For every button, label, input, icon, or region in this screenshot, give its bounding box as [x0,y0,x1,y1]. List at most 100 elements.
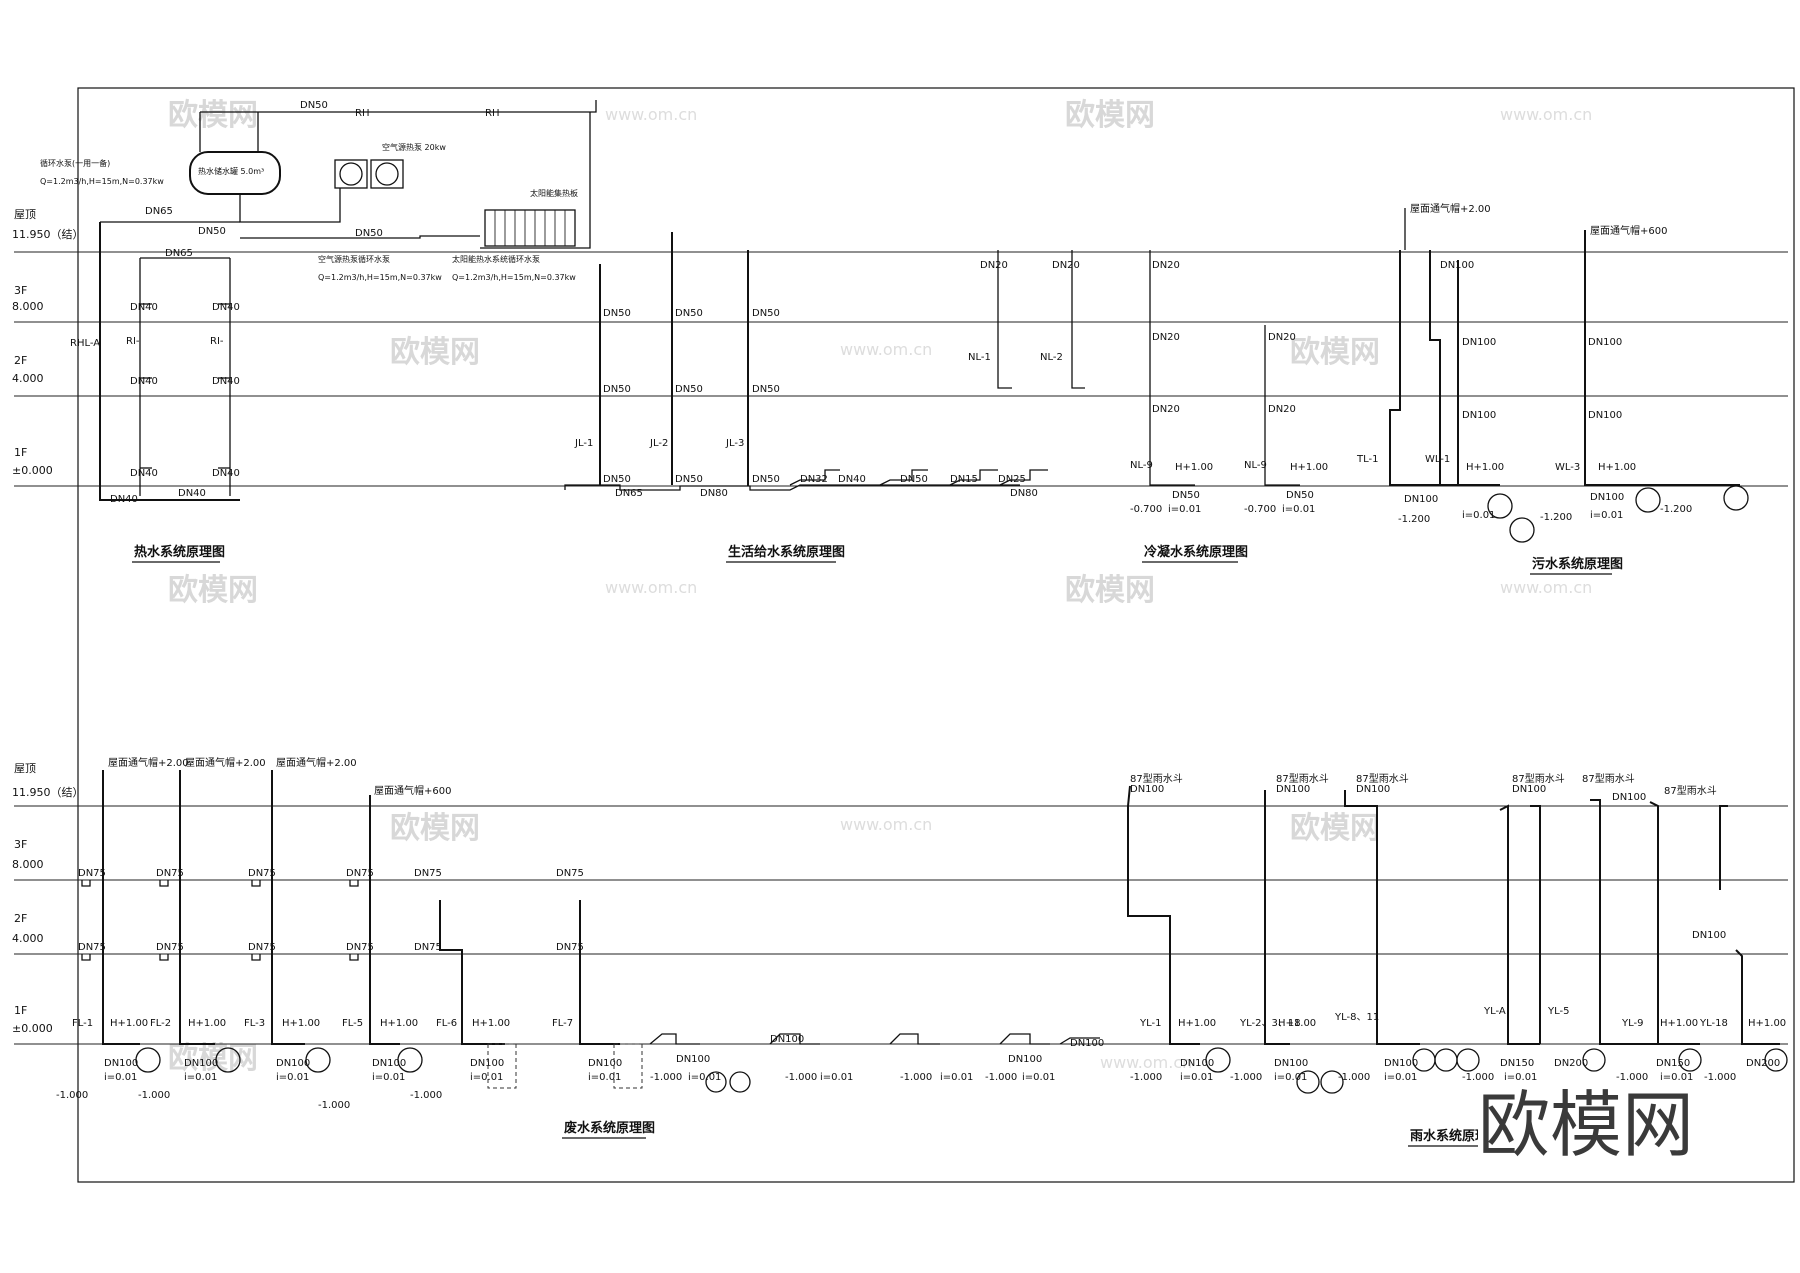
pipe-size: DN75 [156,942,184,953]
pipe-size: DN75 [248,868,276,879]
riser-tag: YL-2、3、18 [1239,1018,1301,1029]
depth-label: -1.000 [1462,1072,1494,1083]
floor-elev: ±0.000 [12,464,53,477]
height-label: H+1.00 [188,1018,226,1029]
vent-label: 屋面通气帽+600 [1590,224,1667,237]
watermark: 欧模网 [168,98,258,133]
pipe-size: DN200 [1746,1058,1780,1069]
pipe-size: DN50 [752,384,780,395]
depth-label: -1.000 [1230,1072,1262,1083]
title-condensate: 冷凝水系统原理图 [1144,544,1248,560]
hot-water-system: DN50 RH RH 热水储水罐 5.0m³ 空气源热泵 20kw 太阳能集热板… [40,100,597,563]
riser-tag: JL-1 [574,438,593,449]
pipe-size: DN40 [838,474,866,485]
watermark-site: www.om.cn [1500,578,1592,597]
pipe-size: DN100 [1356,784,1390,795]
pipe-size: DN150 [1500,1058,1534,1069]
depth-label: -1.000 [985,1072,1017,1083]
slope-label: i=0.01 [940,1072,973,1083]
condensate-system: DN20 DN20 DN20 DN20 DN20 DN20 DN20 NL-1 … [968,250,1328,563]
floor-name: 3F [14,284,27,297]
pipe-size: DN40 [178,488,206,499]
depth-label: -1.000 [785,1072,817,1083]
depth-label: -1.000 [650,1072,682,1083]
depth-label: -1.200 [1660,504,1692,515]
pipe-size: DN50 [900,474,928,485]
slope-label: i=0.01 [276,1072,309,1083]
riser-tag: YL-5 [1547,1006,1569,1017]
depth-label: -1.000 [900,1072,932,1083]
heat-pump-unit [370,159,404,189]
hopper-label: 87型雨水斗 [1664,784,1717,797]
logo-backdrop [1478,1080,1700,1176]
riser-tag: YL-8、11 [1334,1012,1379,1023]
watermark: 欧模网 [1290,811,1380,846]
pipe-size: DN100 [184,1058,218,1069]
floor-elev: 11.950（结） [12,786,84,799]
watermarks: 欧模网 www.om.cn 欧模网 www.om.cn 欧模网 www.om.c… [168,98,1592,1076]
pump-label: 循环水泵(一用一备) [40,158,110,168]
hopper-label: 87型雨水斗 [1276,772,1329,785]
slope-label: i=0.01 [1022,1072,1055,1083]
floor-name: 屋顶 [14,208,36,221]
pipe-size: DN50 [675,384,703,395]
slope-label: i=0.01 [1282,504,1315,515]
watermark: 欧模网 [1065,98,1155,133]
riser-label: RI- [210,336,224,347]
riser-tag: FL-1 [72,1018,93,1029]
riser-tag: WL-3 [1555,462,1580,473]
pipe-size: DN20 [1268,404,1296,415]
rain-water-system: 87型雨水斗 DN100 87型雨水斗 DN100 87型雨水斗 DN100 8… [1127,772,1788,1147]
slope-label: i=0.01 [1504,1072,1537,1083]
pipe-size: DN20 [1152,332,1180,343]
hopper-label: 87型雨水斗 [1130,772,1183,785]
height-label: H+1.00 [1278,1018,1316,1029]
depth-label: -1.000 [138,1090,170,1101]
riser-tag: YL-18 [1699,1018,1728,1029]
riser-label: RI- [126,336,140,347]
floor-grid-top: 屋顶 11.950（结） 3F 8.000 2F 4.000 1F ±0.000 [12,208,1788,487]
pipe-size: DN80 [700,488,728,499]
slope-label: i=0.01 [588,1072,621,1083]
riser-tag: JL-2 [649,438,668,449]
pipe-size: DN32 [800,474,828,485]
pipe-size: DN65 [165,248,193,259]
pipe-size: DN50 [355,228,383,239]
watermark-site: www.om.cn [840,815,932,834]
floor-elev: 11.950（结） [12,228,84,241]
slope-label: i=0.01 [1168,504,1201,515]
hopper-label: 87型雨水斗 [1512,772,1565,785]
riser-tag: YL-A [1483,1006,1506,1017]
riser-tag: YL-9 [1621,1018,1643,1029]
pipe-size: DN100 [1462,337,1496,348]
pipe-size: DN40 [110,494,138,505]
vent-label: 屋面通气帽+2.00 [108,756,189,769]
slope-label: i=0.01 [1384,1072,1417,1083]
floor-elev: 4.000 [12,932,44,945]
pipe-size: DN100 [1462,410,1496,421]
pipe-size: DN100 [104,1058,138,1069]
height-label: H+1.00 [1660,1018,1698,1029]
height-label: H+1.00 [472,1018,510,1029]
slope-label: i=0.01 [470,1072,503,1083]
pipe-size: DN15 [950,474,978,485]
sewage-system: 屋面通气帽+2.00 屋面通气帽+600 DN100 DN100 DN100 D… [1356,202,1749,575]
tank-label: 热水储水罐 5.0m³ [198,166,264,176]
pipe-size: DN40 [130,376,158,387]
pit [613,1043,643,1089]
depth-label: -1.200 [1398,514,1430,525]
pipe-size: DN50 [300,100,328,111]
slope-label: i=0.01 [1462,510,1495,521]
pipe-size: DN75 [346,942,374,953]
pipe-size: DN100 [470,1058,504,1069]
watermark: 欧模网 [390,811,480,846]
pipe-size: DN20 [980,260,1008,271]
hopper-label: 87型雨水斗 [1356,772,1409,785]
riser-tag: NL-2 [1040,352,1063,363]
pipe-size: DN100 [1404,494,1438,505]
riser-tag: NL-9 [1244,460,1267,471]
sheet-border [77,87,1795,1183]
pipe-size: DN75 [346,868,374,879]
pipe-size: DN100 [1612,792,1646,803]
